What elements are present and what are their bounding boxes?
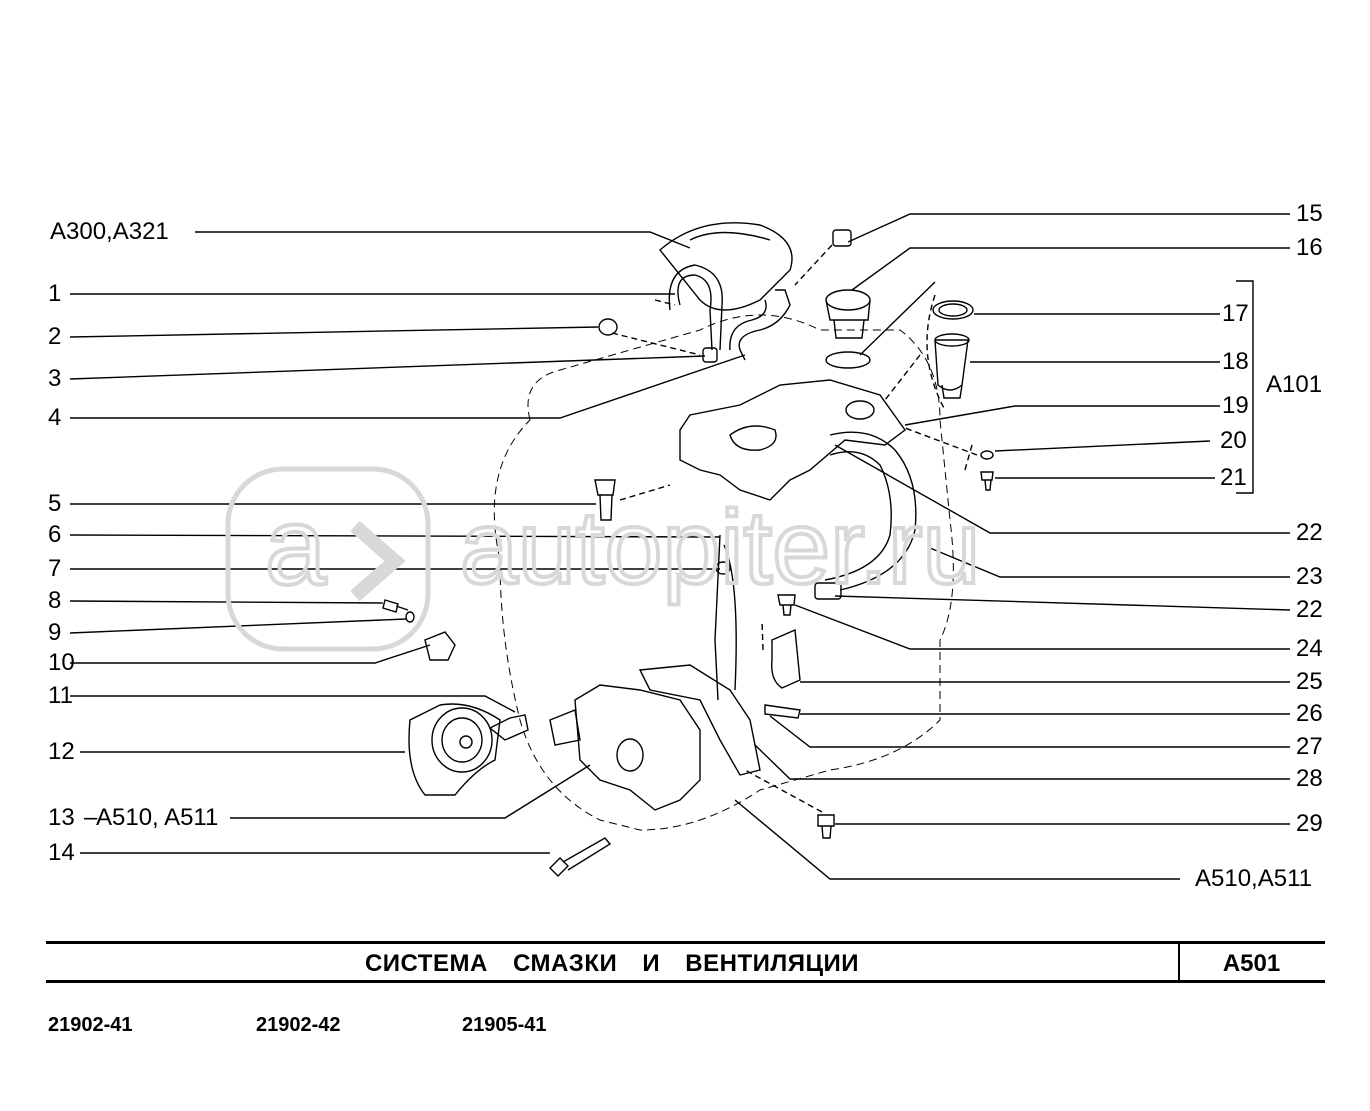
callout-9: 9 <box>48 619 62 646</box>
callout-10: 10 <box>48 649 75 676</box>
oil-pump-housing <box>574 684 701 811</box>
fitting-part-25 <box>771 628 801 689</box>
title-divider <box>1178 944 1180 980</box>
leader-2 <box>69 326 599 338</box>
clamp-part-15 <box>832 229 852 247</box>
section-code: A501 <box>1222 950 1281 977</box>
hose-part-3 <box>702 347 718 363</box>
leader-16 <box>851 247 1290 291</box>
callout-7: 7 <box>48 555 62 582</box>
callout-23: 23 <box>1296 563 1323 590</box>
washer-part-20 <box>980 450 994 460</box>
callout-28: 28 <box>1296 765 1323 792</box>
leader-a101-1 <box>859 281 936 356</box>
leader-10 <box>70 644 431 664</box>
leader-3 <box>69 355 706 380</box>
seal-part-17 <box>932 300 974 320</box>
oil-filter <box>408 703 501 796</box>
svg-text:a: a <box>265 485 327 608</box>
callout-22a: 22 <box>1296 519 1323 546</box>
stud-part-26 <box>764 704 801 719</box>
callout-6: 6 <box>48 521 62 548</box>
clamp-part-2 <box>598 318 618 336</box>
leader-28 <box>754 744 1290 780</box>
callout-4: 4 <box>48 404 62 431</box>
a101-brace <box>1236 280 1254 494</box>
leader-23 <box>929 547 1290 578</box>
bolt-part-14 <box>549 837 612 877</box>
leader-a300 <box>195 231 691 249</box>
callout-27: 27 <box>1296 733 1323 760</box>
callout-24: 24 <box>1296 635 1323 662</box>
callout-14: 14 <box>48 839 75 866</box>
callout-13-ref: A510, A511 <box>96 804 219 831</box>
watermark-text: autopiter.ru <box>460 490 980 606</box>
fitting-part-11 <box>488 714 529 741</box>
watermark: a autopiter.ru <box>225 466 1155 661</box>
engine-block-outline <box>493 314 954 831</box>
leader-20 <box>994 440 1211 452</box>
bolt-part-8 <box>382 599 409 613</box>
a101-bracket <box>926 294 946 411</box>
leader-22b <box>834 595 1291 611</box>
callout-5: 5 <box>48 490 62 517</box>
callout-11: 11 <box>48 682 73 709</box>
callout-a101: A101 <box>1266 371 1323 398</box>
callout-18: 18 <box>1222 348 1249 375</box>
model-2: 21902-42 <box>256 1014 341 1036</box>
page-title: СИСТЕМА СМАЗКИ И ВЕНТИЛЯЦИИ <box>364 950 860 977</box>
oil-separator-cover <box>679 379 906 501</box>
leader-19 <box>904 405 1220 426</box>
callout-a510b: A510,A511 <box>1195 865 1312 892</box>
callout-22b: 22 <box>1296 596 1323 623</box>
callout-16: 16 <box>1296 234 1323 261</box>
dipstick <box>714 534 737 701</box>
callout-1: 1 <box>48 280 62 307</box>
callout-13: 13 <box>48 804 75 831</box>
clamp-part-22a <box>814 582 842 600</box>
bolt-part-21 <box>980 471 994 491</box>
callout-2: 2 <box>48 323 62 350</box>
callout-29: 29 <box>1296 810 1323 837</box>
callout-13-dash: – <box>84 804 98 831</box>
callout-12: 12 <box>48 738 75 765</box>
leader-6 <box>69 534 721 538</box>
vent-hose <box>824 431 917 591</box>
callout-15: 15 <box>1296 200 1323 227</box>
washer-part-9 <box>405 611 415 623</box>
callout-19: 19 <box>1222 392 1249 419</box>
leader-a510b <box>734 799 1180 880</box>
bolt-part-24 <box>777 594 796 616</box>
callout-17: 17 <box>1222 300 1249 327</box>
sensor-part-10 <box>424 631 456 661</box>
leader-22a <box>834 444 1290 534</box>
title-block: СИСТЕМА СМАЗКИ И ВЕНТИЛЯЦИИ A501 <box>46 941 1325 983</box>
model-3: 21905-41 <box>462 1014 547 1036</box>
leader-11 <box>70 695 516 713</box>
hose-part-1 <box>668 264 723 351</box>
leader-24 <box>794 604 1290 650</box>
callout-26: 26 <box>1296 700 1323 727</box>
leader-15 <box>847 213 1290 243</box>
oil-pressure-sensor <box>594 479 616 521</box>
hose-part-16 <box>729 289 791 361</box>
leader-13 <box>230 764 591 819</box>
leader-4 <box>70 354 746 419</box>
insert-part-18 <box>934 339 969 391</box>
model-1: 21902-41 <box>48 1014 133 1036</box>
callout-a300: A300,A321 <box>50 218 169 245</box>
callout-8: 8 <box>48 587 62 614</box>
intake-pipe <box>659 222 793 311</box>
bolt-part-29 <box>817 814 835 839</box>
callout-25: 25 <box>1296 668 1323 695</box>
callout-3: 3 <box>48 365 62 392</box>
callout-20: 20 <box>1220 427 1247 454</box>
callout-21: 21 <box>1220 464 1247 491</box>
filler-cap <box>825 289 871 311</box>
leader-27 <box>769 715 1290 748</box>
